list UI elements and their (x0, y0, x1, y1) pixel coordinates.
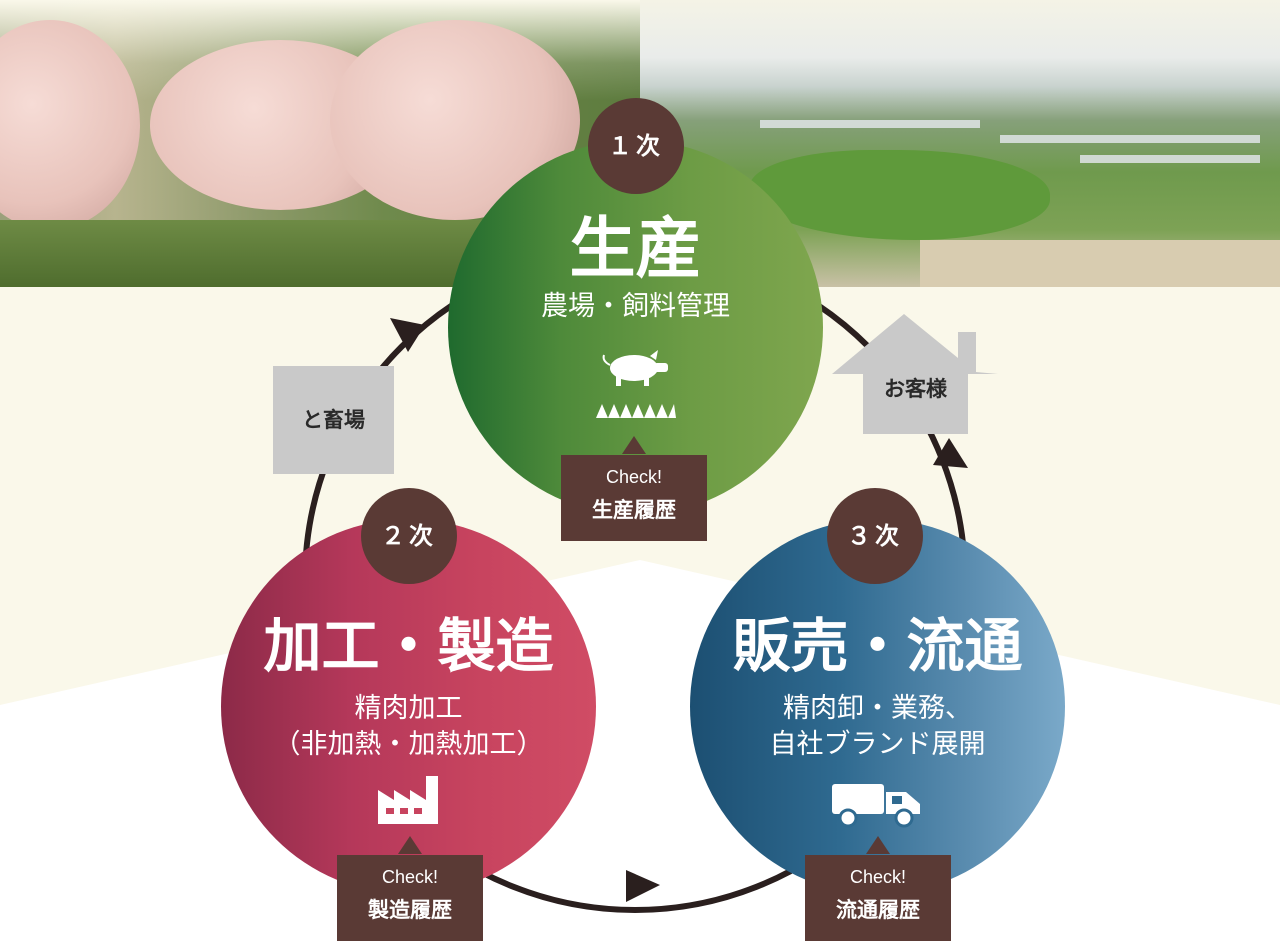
factory-icon (378, 776, 438, 824)
customer-house: お客様 (832, 314, 998, 434)
field (750, 150, 1050, 240)
arrow-to-distribution (626, 870, 660, 902)
processing-badge: ２次 (361, 488, 457, 584)
distribution-badge: ３次 (827, 488, 923, 584)
distribution-check-tip (866, 836, 890, 854)
distribution-subtitle-1: 精肉卸・業務、 (783, 693, 972, 724)
slaughterhouse-label: と畜場 (302, 408, 365, 432)
pig-shape (0, 20, 140, 230)
pigs-photo (0, 0, 640, 287)
distribution-check-title: 流通履歴 (836, 898, 920, 922)
pig-icon (596, 350, 676, 418)
house-icon (832, 314, 998, 434)
greenhouse (760, 120, 980, 128)
production-title: 生産 (569, 209, 702, 287)
production-check-tip (622, 436, 646, 454)
distribution-subtitle-2: 自社ブランド展開 (769, 729, 986, 760)
processing-check-button[interactable]: Check! 製造履歴 (337, 855, 483, 941)
greenhouse (1080, 155, 1260, 163)
distribution-title: 販売・流通 (732, 612, 1023, 680)
distribution-check-button[interactable]: Check! 流通履歴 (805, 855, 951, 941)
truck-icon (832, 784, 920, 828)
distribution-check-label: Check! (849, 867, 907, 887)
processing-subtitle-1: 精肉加工 (354, 693, 463, 724)
processing-check-tip (398, 836, 422, 854)
slaughterhouse-box: と畜場 (273, 366, 394, 474)
production-badge: １次 (588, 98, 684, 194)
processing-title: 加工・製造 (263, 612, 554, 680)
greenhouse (1000, 135, 1260, 143)
processing-check-title: 製造履歴 (368, 898, 452, 922)
production-check-title: 生産履歴 (592, 498, 676, 522)
processing-subtitle-2: （非加熱・加熱加工） (273, 729, 544, 760)
customer-label: お客様 (884, 377, 947, 401)
arrow-to-customer (933, 438, 968, 468)
production-check-label: Check! (605, 467, 663, 487)
beach (920, 240, 1280, 287)
processing-check-label: Check! (381, 867, 439, 887)
production-subtitle: 農場・飼料管理 (541, 291, 730, 322)
arrow-to-slaughterhouse (390, 318, 425, 352)
production-check-button[interactable]: Check! 生産履歴 (561, 455, 707, 541)
